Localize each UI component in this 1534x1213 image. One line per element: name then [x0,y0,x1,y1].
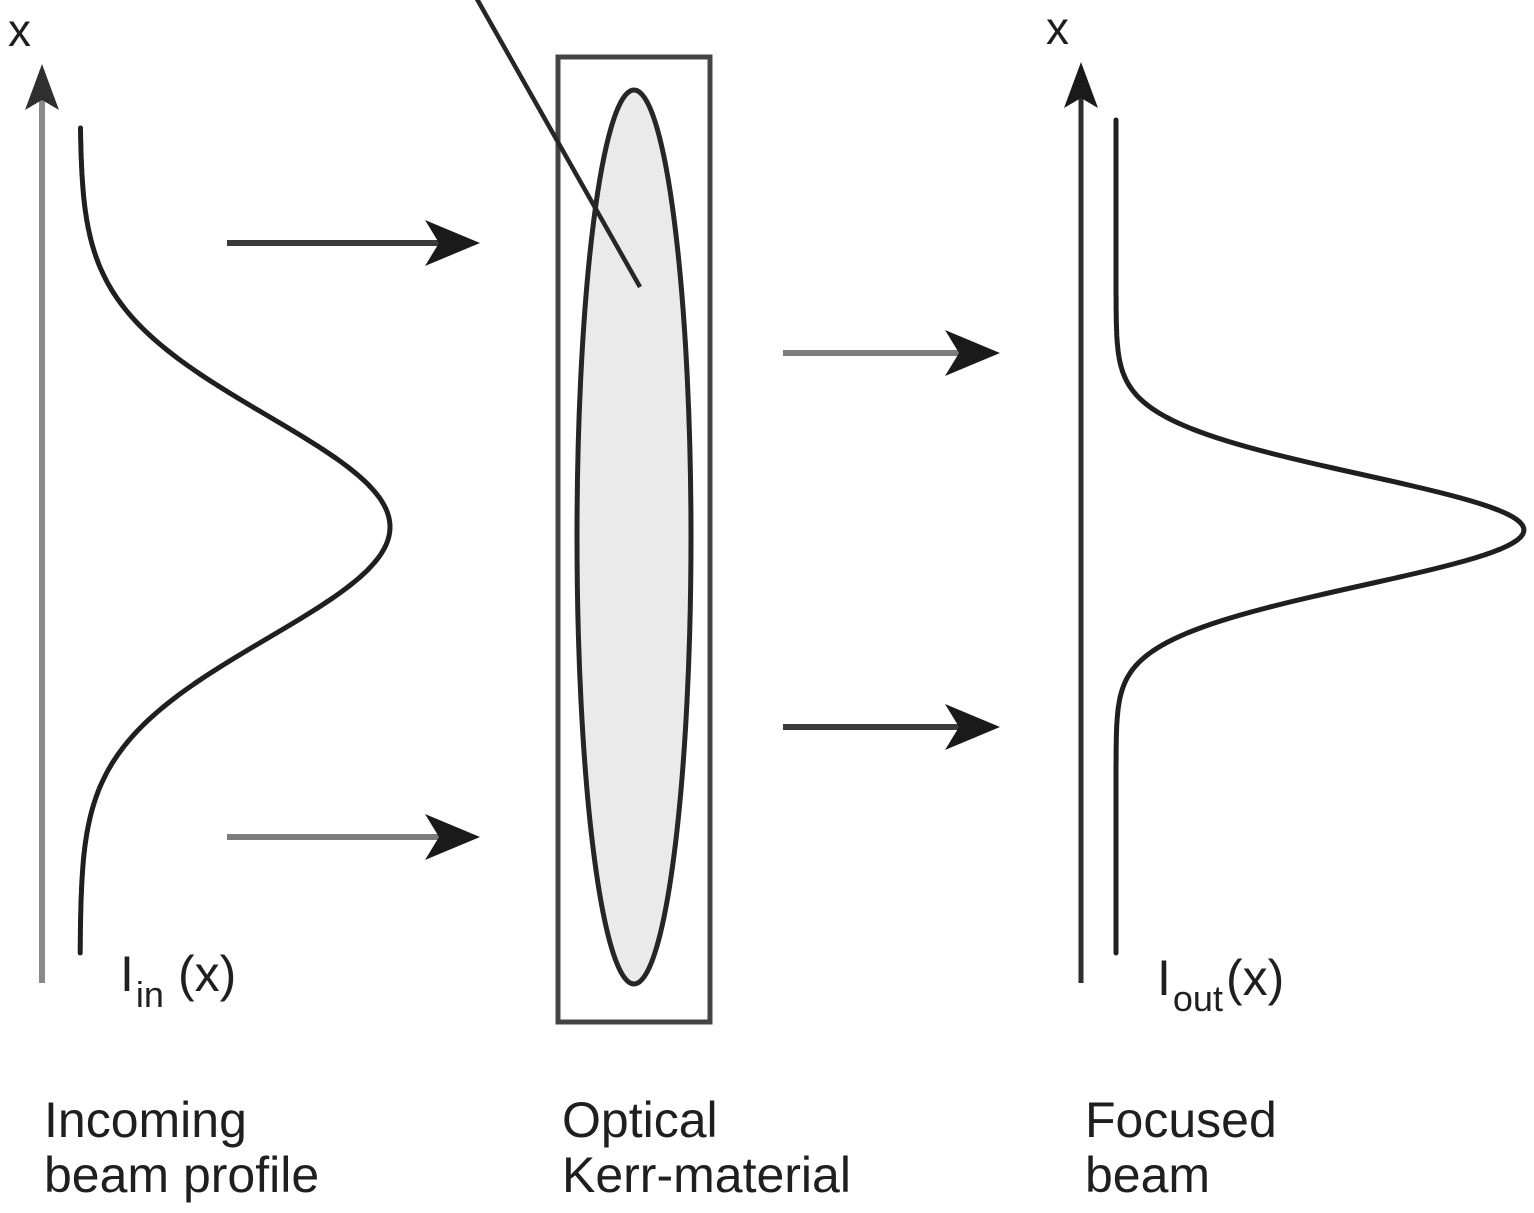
x-axis-left [25,64,59,983]
propagation-arrows [227,220,1000,860]
x-axis-left-label: x [8,4,31,56]
induced-lens-ellipse [574,87,694,987]
propagation-arrowhead-icon [945,704,1000,750]
x-axis-right-arrowhead-icon [1064,62,1098,108]
caption-focused-beam: Focused beam [1085,1092,1277,1203]
caption-incoming-line1: Incoming [44,1092,247,1148]
focused-beam-curve [1113,117,1527,956]
caption-incoming-line2: beam profile [44,1147,319,1203]
intensity-out-subscript: out [1173,978,1223,1019]
propagation-arrow [783,704,1000,750]
x-axis-left-arrowhead-icon [25,64,59,110]
intensity-in-label: Iin (x) [120,946,236,1015]
x-axis-right-label: x [1046,2,1069,54]
incoming-beam-curve [77,125,393,956]
propagation-arrow [783,330,1000,376]
intensity-in-subscript: in [136,974,164,1015]
caption-kerr-material: Optical Kerr-material [562,1092,851,1203]
propagation-arrowhead-icon [425,220,480,266]
beam-profile-curves [77,117,1527,956]
intensity-out-label: Iout(x) [1157,950,1284,1019]
propagation-arrow [227,220,480,266]
caption-focused-line2: beam [1085,1147,1210,1203]
caption-focused-line1: Focused [1085,1092,1277,1148]
intensity-out-base: I [1157,950,1171,1006]
caption-incoming-beam: Incoming beam profile [44,1092,319,1203]
propagation-arrowhead-icon [425,814,480,860]
caption-kerr-line2: Kerr-material [562,1147,851,1203]
intensity-out-arg: (x) [1226,950,1284,1006]
x-axis-right [1064,62,1098,983]
lens-pointer-line [474,0,642,289]
propagation-arrow [227,814,480,860]
propagation-arrowhead-icon [945,330,1000,376]
intensity-in-base: I [120,946,134,1002]
intensity-in-arg: (x) [178,946,236,1002]
kerr-cell-box [555,54,713,1025]
caption-kerr-line1: Optical [562,1092,718,1148]
